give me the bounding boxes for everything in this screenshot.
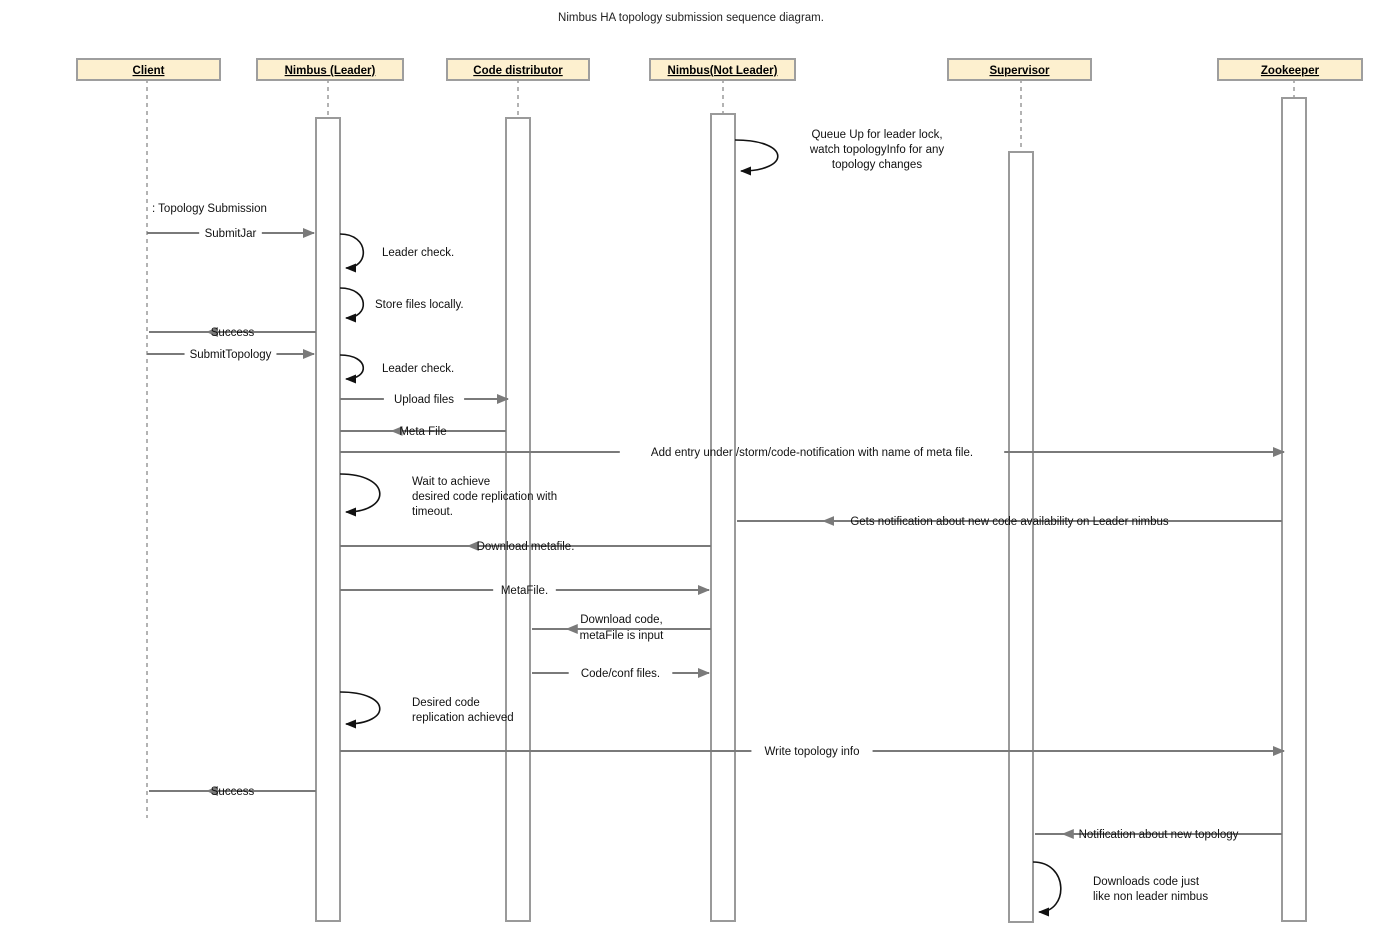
self-loop-path-s-leader-check-1 (339, 233, 365, 273)
activation-bar-code_distributor (505, 117, 531, 922)
actor-box-code_distributor[interactable] (446, 58, 590, 81)
actor-box-client[interactable] (76, 58, 221, 81)
activations-layer (315, 97, 1307, 923)
actor-zookeeper[interactable]: Zookeeper (1217, 58, 1363, 81)
self-message-label-s-leader-check-2-line1: Leader check. (382, 363, 454, 375)
message-m-success-1: Success (149, 327, 316, 339)
message-m-notif-topology: Notification about new topology (1035, 829, 1282, 841)
message-m-submitjar: SubmitJar (147, 228, 315, 240)
self-message-label-s-queue-up-line2: watch topologyInfo for any (809, 144, 944, 156)
actor-label-client: Client (133, 65, 165, 77)
diagram-title: Nimbus HA topology submission sequence d… (558, 12, 824, 24)
activation-bar-supervisor (1008, 151, 1034, 923)
self-message-label-s-store-files-line1: Store files locally. (375, 299, 464, 311)
message-label-m-submitjar: SubmitJar (205, 228, 257, 240)
self-loop-path-s-downloads-code (1032, 861, 1062, 917)
message-label-m-success-2: Success (211, 786, 255, 798)
message-m-upload-files: Upload files (340, 394, 509, 406)
activation-bar-nimbus_leader (315, 117, 341, 922)
actor-label-nimbus_not_leader: Nimbus(Not Leader) (668, 65, 778, 77)
actor-client[interactable]: Client (76, 58, 221, 81)
actor-label-code_distributor: Code distributor (473, 65, 563, 77)
self-message-s-store-files: Store files locally. (339, 287, 464, 323)
self-loop-path-s-replication-achieved (339, 691, 381, 729)
message-m-meta-file: Meta File (340, 426, 506, 438)
message-label-m-upload-files: Upload files (394, 394, 454, 406)
message-m-success-2: Success (149, 786, 316, 798)
message-label-m-success-1: Success (211, 327, 255, 339)
self-message-label-s-queue-up-line1: Queue Up for leader lock, (811, 129, 942, 141)
self-message-s-wait-achieve: Wait to achieve desired code replication … (339, 473, 557, 518)
message-m-gets-notif: Gets notification about new code availab… (737, 516, 1282, 528)
self-message-s-leader-check-1: Leader check. (339, 233, 454, 273)
self-message-label-s-replication-achieved-line1: Desired code (412, 697, 480, 709)
message-label-m-download-code-line2: metaFile is input (580, 630, 665, 642)
message-label-m-meta-file: Meta File (399, 426, 446, 438)
message-m-add-entry: Add entry under /storm/code-notification… (340, 447, 1285, 459)
annotation-a-topology-submission: : Topology Submission (152, 203, 267, 215)
activation-bar-zookeeper (1281, 97, 1307, 922)
message-label-m-code-conf: Code/conf files. (581, 668, 660, 680)
actor-label-nimbus_leader: Nimbus (Leader) (285, 65, 376, 77)
message-label-m-write-topology: Write topology info (764, 746, 859, 758)
self-message-label-s-downloads-code-line1: Downloads code just (1093, 876, 1200, 888)
actor-label-supervisor: Supervisor (989, 65, 1050, 77)
actor-box-nimbus_not_leader[interactable] (649, 58, 796, 81)
self-messages-layer: Queue Up for leader lock, watch topologyI… (339, 129, 1208, 917)
actor-nimbus_not_leader[interactable]: Nimbus(Not Leader) (649, 58, 796, 81)
self-message-label-s-replication-achieved-line2: replication achieved (412, 712, 514, 724)
message-label-m-add-entry: Add entry under /storm/code-notification… (651, 447, 973, 459)
message-label-m-metafile: MetaFile. (501, 585, 548, 597)
self-message-s-downloads-code: Downloads code just like non leader nimbu… (1032, 861, 1208, 917)
actor-boxes-layer: Client Nimbus (Leader) Code distributor Nim… (76, 58, 1363, 81)
annotations-layer: : Topology Submission (152, 203, 267, 215)
self-loop-path-s-wait-achieve (339, 473, 381, 517)
self-message-s-leader-check-2: Leader check. (339, 354, 454, 384)
message-label-m-download-code-line1: Download code, (580, 614, 662, 626)
message-m-submittopology: SubmitTopology (147, 349, 315, 361)
message-m-download-meta: Download metafile. (340, 541, 711, 553)
self-loop-path-s-queue-up (734, 139, 779, 176)
message-m-write-topology: Write topology info (340, 746, 1285, 758)
self-message-label-s-leader-check-1-line1: Leader check. (382, 247, 454, 259)
self-message-label-s-downloads-code-line2: like non leader nimbus (1093, 891, 1208, 903)
self-message-label-s-wait-achieve-line1: Wait to achieve (412, 476, 490, 488)
actor-box-nimbus_leader[interactable] (256, 58, 404, 81)
self-message-s-replication-achieved: Desired code replication achieved (339, 691, 514, 729)
actor-box-zookeeper[interactable] (1217, 58, 1363, 81)
actor-nimbus_leader[interactable]: Nimbus (Leader) (256, 58, 404, 81)
actor-label-zookeeper: Zookeeper (1261, 65, 1320, 77)
self-message-label-s-wait-achieve-line3: timeout. (412, 506, 453, 518)
self-loop-path-s-leader-check-2 (339, 354, 365, 384)
message-m-code-conf: Code/conf files. (532, 668, 710, 680)
self-loop-path-s-store-files (339, 287, 365, 323)
self-message-label-s-wait-achieve-line2: desired code replication with (412, 491, 557, 503)
self-message-s-queue-up: Queue Up for leader lock, watch topologyI… (734, 129, 944, 176)
message-label-m-submittopology: SubmitTopology (190, 349, 272, 361)
actor-supervisor[interactable]: Supervisor (947, 58, 1092, 81)
message-label-m-gets-notif: Gets notification about new code availab… (850, 516, 1169, 528)
actor-code_distributor[interactable]: Code distributor (446, 58, 590, 81)
activation-bar-nimbus_not_leader (710, 113, 736, 922)
message-m-download-code: Download code, metaFile is input (532, 614, 711, 642)
message-label-m-notif-topology: Notification about new topology (1079, 829, 1239, 841)
actor-box-supervisor[interactable] (947, 58, 1092, 81)
message-m-metafile: MetaFile. (340, 585, 710, 597)
self-message-label-s-queue-up-line3: topology changes (832, 159, 922, 171)
message-label-m-download-meta: Download metafile. (477, 541, 575, 553)
lifelines-layer (146, 79, 1295, 818)
